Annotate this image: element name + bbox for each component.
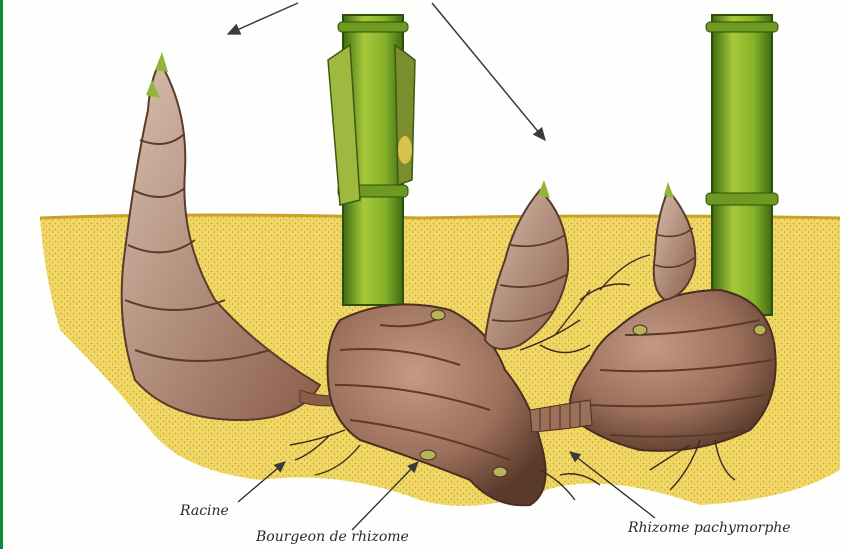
label-rhizome-bud: Bourgeon de rhizome	[256, 529, 409, 545]
rhizome-bud-icon	[420, 450, 436, 460]
arrow-icon	[228, 3, 298, 34]
label-rhizome-type: Rhizome pachymorphe	[628, 520, 791, 536]
arrow-icon	[432, 3, 545, 140]
bamboo-culm-right	[706, 15, 778, 315]
bamboo-shoot-small-right	[654, 182, 696, 300]
label-root: Racine	[180, 503, 229, 519]
